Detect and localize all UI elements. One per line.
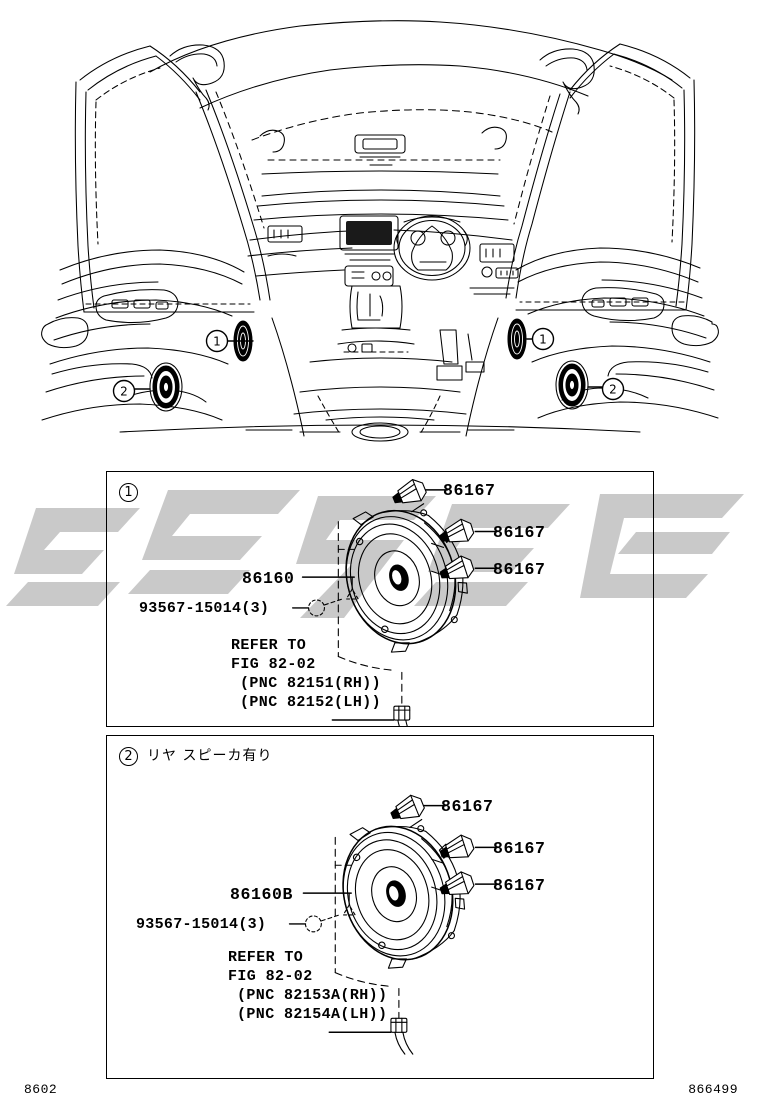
- panel-2-clip-bottom-label: 86167: [493, 876, 546, 895]
- panel-2-refer-line-3: (PNC 82153A(RH)): [237, 987, 388, 1004]
- panel-2-note: リヤ スピーカ有り: [147, 748, 273, 764]
- panel-2-clip-mid-label: 86167: [493, 839, 546, 858]
- panel-2-screw-label: 93567-15014(3): [136, 916, 267, 933]
- panel-1-speaker-label: 86160: [242, 569, 295, 588]
- panel-2-tag: 2: [119, 747, 138, 766]
- panel-1-clip-bottom-label: 86167: [493, 560, 546, 579]
- detail-panel-2: 2 リヤ スピーカ有り: [106, 735, 654, 1079]
- panel-2-artwork: [288, 794, 499, 1055]
- panel-2-refer-line-4: (PNC 82154A(LH)): [237, 1006, 388, 1023]
- panel-1-tag: 1: [119, 483, 138, 502]
- panel-1-refer-line-4: (PNC 82152(LH)): [240, 694, 382, 711]
- panel-1-clip-mid-label: 86167: [493, 523, 546, 542]
- panel-1-screw-label: 93567-15014(3): [139, 600, 270, 617]
- detail-panel-1: 1: [106, 471, 654, 727]
- panel-2-clip-top-label: 86167: [441, 797, 494, 816]
- panel-2-refer-line-1: REFER TO: [228, 949, 304, 966]
- panel-2-speaker-label: 86160B: [230, 885, 294, 904]
- vehicle-callout-1-right: 1: [539, 333, 547, 347]
- vehicle-callout-2-left: 2: [120, 385, 128, 399]
- panel-1-refer-line-3: (PNC 82151(RH)): [240, 675, 382, 692]
- panel-1-refer-line-1: REFER TO: [231, 637, 307, 654]
- vehicle-callout-1-left: 1: [213, 335, 221, 349]
- vehicle-callout-2-right: 2: [609, 383, 617, 397]
- vehicle-interior-illustration: 1 2 1 2: [41, 20, 719, 442]
- panel-1-clip-top-label: 86167: [443, 481, 496, 500]
- footer-left-code: 8602: [24, 1082, 58, 1097]
- footer-right-code: 866499: [688, 1082, 738, 1097]
- panel-2-refer-line-2: FIG 82-02: [228, 968, 313, 985]
- panel-1-refer-line-2: FIG 82-02: [231, 656, 316, 673]
